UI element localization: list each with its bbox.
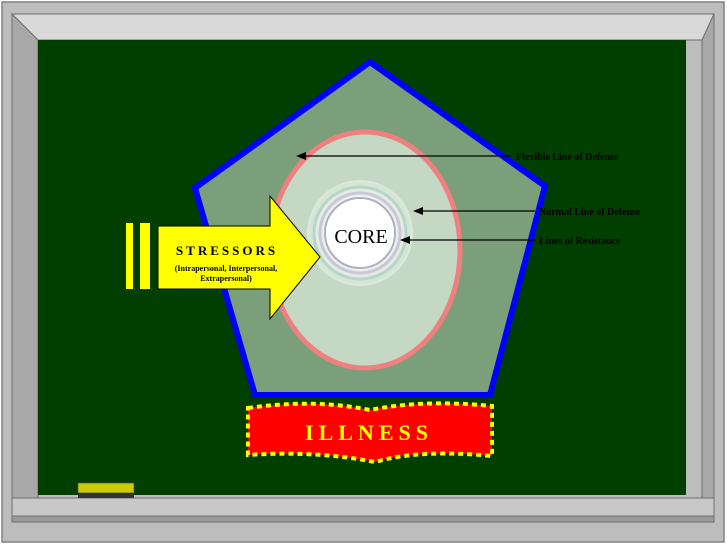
stressors-arrow	[157, 194, 321, 321]
resistance-arrowhead	[400, 236, 410, 244]
flexible-line-label: Flexible Line of Defense	[516, 152, 619, 163]
core-label: CORE	[334, 226, 387, 248]
illness-label: ILLNESS	[305, 420, 433, 445]
eraser-base	[78, 493, 134, 498]
stressors-subtitle-line1: (Intrapersonal, Interpersonal,	[175, 264, 277, 273]
stressor-bar-1	[126, 223, 133, 289]
board-frame-left	[11, 12, 39, 499]
chalk-tray-lip	[11, 515, 715, 523]
core-circle	[330, 203, 390, 263]
flexible-line-arrowhead	[296, 152, 306, 160]
board-frame-top	[10, 13, 715, 41]
stressors-subtitle-line2: Extrapersonal)	[200, 274, 252, 283]
resistance-label: Lines of Resistance	[539, 236, 621, 247]
normal-line-arrowhead	[413, 207, 423, 215]
stressor-bar-2	[140, 223, 150, 289]
eraser	[77, 482, 135, 494]
stressors-title: STRESSORS	[176, 243, 278, 258]
illness-banner	[246, 401, 494, 465]
board-frame-right	[701, 13, 715, 499]
normal-line-label: Normal Line of Defense	[539, 207, 641, 218]
